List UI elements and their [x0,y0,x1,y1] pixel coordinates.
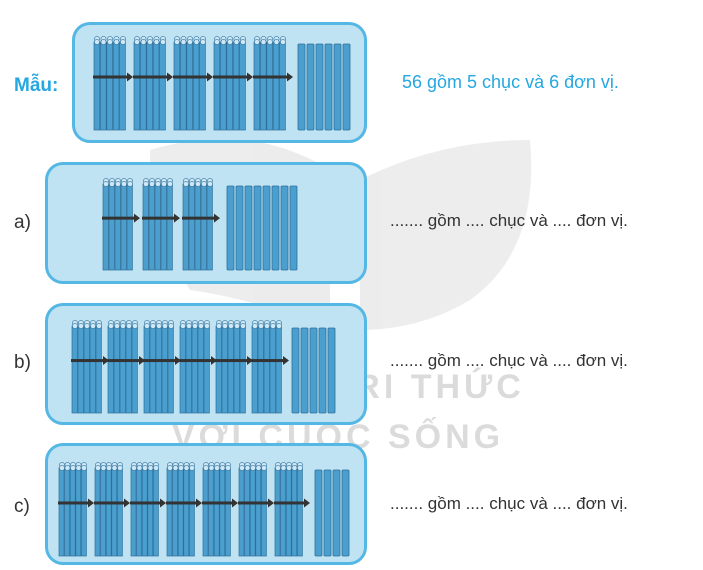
ten-stick-bundle [213,36,253,131]
exercise-text-b: ....... gồm .... chục và .... đơn vị. [390,351,628,370]
single-stick [280,185,289,271]
single-stick [323,469,332,557]
single-stick [289,185,298,271]
ten-stick-bundle [142,178,180,271]
ten-stick-bundle [94,462,130,557]
exercise-text-c: ....... gồm .... chục và .... đơn vị. [390,494,628,513]
ten-stick-bundle [166,462,202,557]
exercise-text-a: ....... gồm .... chục và .... đơn vị. [390,211,628,230]
single-stick [314,469,323,557]
example-label: Mẫu: [14,75,59,96]
ten-stick-bundle [253,36,293,131]
ten-stick-bundle [58,462,94,557]
ten-stick-bundle [107,320,145,414]
single-stick [253,185,262,271]
single-stick [300,327,309,414]
ten-stick-bundle [179,320,217,414]
ten-stick-bundle [133,36,173,131]
ten-stick-bundle [173,36,213,131]
single-stick [226,185,235,271]
ten-stick-bundle [93,36,133,131]
single-stick [324,43,333,131]
single-stick [318,327,327,414]
single-stick [315,43,324,131]
ten-stick-bundle [215,320,253,414]
exercise-sticks-a [102,178,298,271]
ten-stick-bundle [182,178,220,271]
exercise-label-a: a) [14,212,31,233]
exercise-sticks-b [71,320,336,414]
ten-stick-bundle [130,462,166,557]
ten-stick-bundle [238,462,274,557]
single-stick [235,185,244,271]
single-stick [291,327,300,414]
exercise-label-c: c) [14,496,30,517]
single-stick [333,43,342,131]
single-stick [327,327,336,414]
ten-stick-bundle [274,462,310,557]
exercise-label-b: b) [14,352,31,373]
single-stick [332,469,341,557]
ten-stick-bundle [202,462,238,557]
ten-stick-bundle [102,178,140,271]
example-text: 56 gồm 5 chục và 6 đơn vị. [402,72,619,92]
single-stick [271,185,280,271]
single-stick [306,43,315,131]
single-stick [244,185,253,271]
single-stick [297,43,306,131]
example-sticks [93,36,351,131]
ten-stick-bundle [71,320,109,414]
single-stick [342,43,351,131]
single-stick [309,327,318,414]
single-stick [341,469,350,557]
single-stick [262,185,271,271]
ten-stick-bundle [143,320,181,414]
ten-stick-bundle [251,320,289,414]
